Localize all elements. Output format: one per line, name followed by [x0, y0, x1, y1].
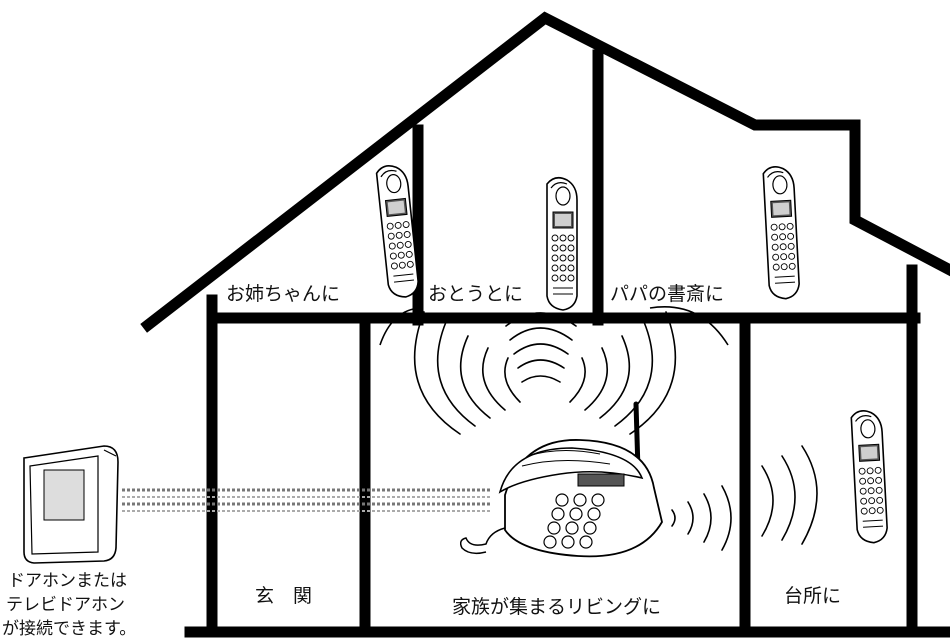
room-label-entrance: 玄 関 [255, 585, 312, 607]
handset-dad-study [762, 165, 801, 301]
room-label-dad-study: パパの書斎に [610, 283, 724, 305]
door-phone-note-line-3: が接続できます。 [2, 619, 136, 639]
room-label-kitchen: 台所に [784, 585, 841, 607]
door-phone-connection-line [122, 488, 490, 512]
room-label-living: 家族が集まるリビングに [452, 596, 661, 618]
room-label-sister: お姉ちゃんに [226, 283, 340, 305]
base-unit-phone [459, 401, 663, 558]
room-label-brother: おとうとに [428, 283, 523, 305]
radio-waves-kitchen [671, 445, 818, 551]
handset-kitchen [850, 409, 889, 545]
door-phone-note-line-2: テレビドアホン [6, 595, 125, 615]
radio-waves-upstairs [379, 306, 729, 435]
door-phone-device [23, 445, 119, 564]
handset-brother-room [546, 176, 578, 311]
door-phone-note-line-1: ドアホンまたは [8, 571, 127, 591]
